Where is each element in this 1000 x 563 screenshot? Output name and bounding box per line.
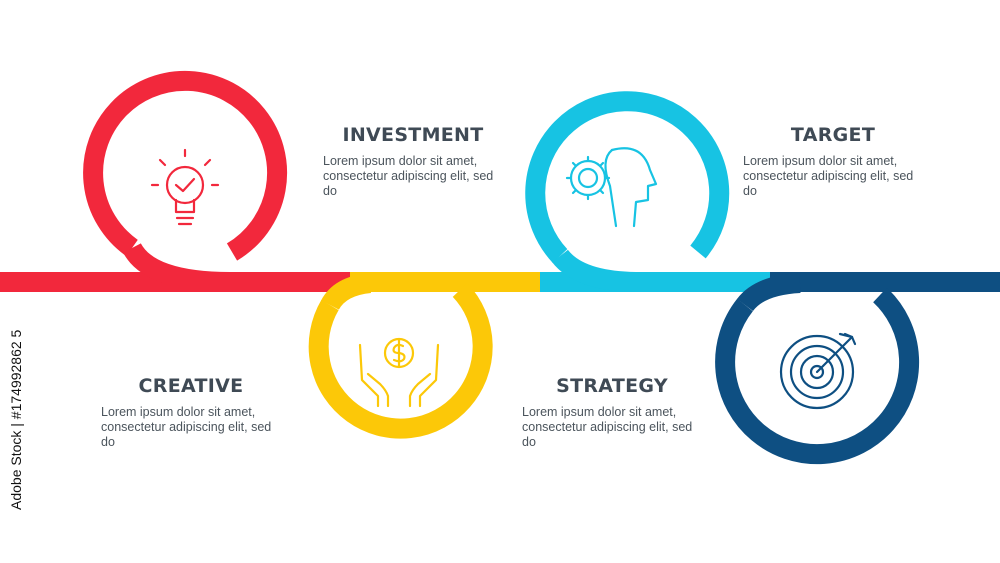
ring-cyan-join (552, 249, 641, 292)
ring-cyan (525, 91, 730, 263)
step-investment-text: Lorem ipsum dolor sit amet, consectetur … (323, 154, 494, 198)
ring-red-join (123, 242, 231, 292)
step-target: TARGET Lorem ipsum dolor sit amet, conse… (743, 124, 923, 199)
step-strategy: STRATEGY Lorem ipsum dolor sit amet, con… (522, 375, 702, 450)
ring-yellow (308, 283, 493, 439)
hands-dollar-coin-icon (358, 337, 440, 408)
ring-yellow-join (321, 273, 372, 311)
ring-red (83, 70, 288, 261)
lightbulb-check-icon (150, 148, 220, 226)
loop-navy (715, 272, 1000, 465)
step-creative-text: Lorem ipsum dolor sit amet, consectetur … (101, 405, 272, 449)
step-strategy-title: STRATEGY (556, 375, 668, 397)
step-strategy-text: Lorem ipsum dolor sit amet, consectetur … (522, 405, 693, 449)
step-investment: INVESTMENT Lorem ipsum dolor sit amet, c… (323, 124, 503, 199)
step-creative: CREATIVE Lorem ipsum dolor sit amet, con… (101, 375, 281, 450)
ring-navy-join (737, 273, 801, 312)
target-arrow-icon (779, 332, 857, 410)
step-target-text: Lorem ipsum dolor sit amet, consectetur … (743, 154, 914, 198)
loop-red (0, 70, 350, 292)
step-investment-title: INVESTMENT (342, 124, 484, 146)
loop-yellow (308, 272, 540, 439)
watermark-side-text: Adobe Stock | #174992862 5 (8, 329, 24, 510)
step-creative-title: CREATIVE (138, 375, 244, 397)
step-target-title: TARGET (790, 124, 876, 146)
head-gear-icon (565, 147, 658, 228)
loop-cyan (525, 91, 770, 292)
ring-navy (715, 287, 920, 465)
